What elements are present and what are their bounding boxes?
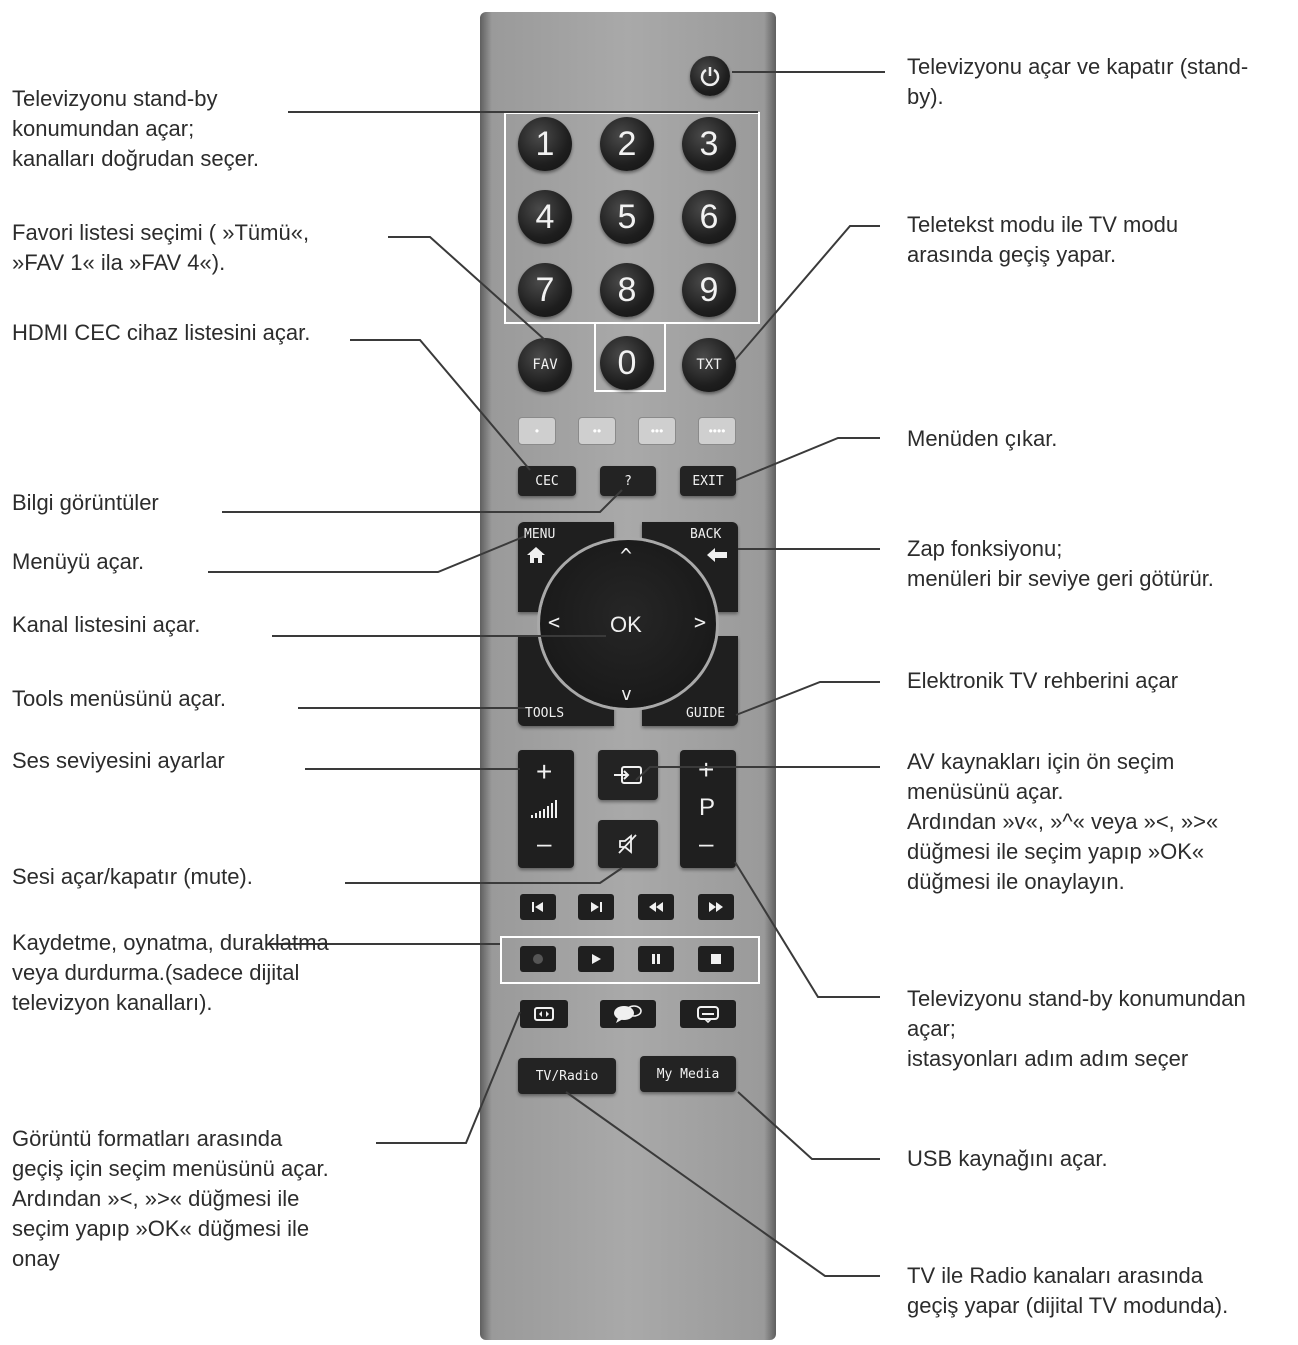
callout-epg: Elektronik TV rehberini açar (907, 668, 1179, 693)
callout-standby-numbers: Televizyonu stand-by konumundan açar; ka… (12, 86, 260, 171)
picture-format-icon (534, 1007, 554, 1021)
volume-down-button[interactable]: – (537, 828, 552, 858)
record-button[interactable] (520, 946, 556, 972)
arrow-up-button[interactable]: ^ (620, 544, 633, 568)
source-button[interactable] (598, 750, 658, 800)
cec-button[interactable]: CEC (518, 466, 576, 496)
play-button[interactable] (578, 946, 614, 972)
home-icon (526, 546, 546, 569)
my-media-button[interactable]: My Media (640, 1056, 736, 1092)
volume-bars-icon (530, 798, 562, 823)
power-button[interactable] (690, 56, 730, 96)
txt-button[interactable]: TXT (682, 338, 736, 392)
callout-hdmi-cec: HDMI CEC cihaz listesini açar. (12, 320, 311, 345)
fav-button[interactable]: FAV (518, 338, 572, 392)
program-down-button[interactable]: – (699, 828, 714, 858)
number-button-3[interactable]: 3 (682, 117, 736, 171)
number-button-7[interactable]: 7 (518, 263, 572, 317)
exit-button[interactable]: EXIT (680, 466, 736, 496)
source-input-icon (614, 766, 642, 784)
mute-button[interactable] (598, 820, 658, 868)
fast-forward-button[interactable] (698, 894, 734, 920)
play-icon (592, 954, 601, 964)
info-button[interactable]: ? (600, 466, 656, 496)
tools-label: TOOLS (525, 706, 565, 721)
volume-rocker[interactable]: + – (518, 750, 574, 868)
callout-info: Bilgi görüntüler (12, 490, 159, 515)
pause-icon (652, 954, 660, 964)
callout-record: Kaydetme, oynatma, duraklatma veya durdu… (12, 930, 329, 1015)
skip-next-button[interactable] (578, 894, 614, 920)
power-icon (700, 67, 720, 87)
pause-button[interactable] (638, 946, 674, 972)
callout-zap: Zap fonksiyonu; menüleri bir seviye geri… (907, 536, 1214, 591)
back-arrow-icon (706, 547, 728, 568)
number-button-0[interactable]: 0 (600, 336, 654, 390)
callout-menu: Menüyü açar. (12, 549, 145, 574)
arrow-right-button[interactable]: > (694, 610, 707, 634)
arrow-left-button[interactable]: < (548, 610, 561, 634)
back-label: BACK (690, 527, 722, 542)
number-button-8[interactable]: 8 (600, 263, 654, 317)
callout-program-step: Televizyonu stand-by konumundan açar; is… (907, 986, 1246, 1071)
number-button-6[interactable]: 6 (682, 190, 736, 244)
speaker-muted-icon (618, 834, 637, 854)
number-button-2[interactable]: 2 (600, 117, 654, 171)
guide-label: GUIDE (686, 706, 726, 721)
navigation-ring[interactable] (540, 540, 716, 708)
subtitle-button[interactable] (680, 1000, 736, 1028)
volume-up-button[interactable]: + (536, 756, 553, 787)
callout-teletext: Teletekst modu ile TV modu arasında geçi… (907, 212, 1179, 267)
callout-channel-list: Kanal listesini açar. (12, 612, 201, 637)
audio-language-button[interactable] (600, 1000, 656, 1028)
color-button-2[interactable]: •• (578, 417, 616, 445)
color-button-3[interactable]: ••• (638, 417, 676, 445)
fast-forward-icon (709, 902, 723, 912)
callout-av-source: AV kaynakları için ön seçim menüsünü aça… (907, 749, 1219, 894)
program-label: P (699, 794, 716, 821)
skip-previous-icon (532, 902, 543, 912)
callout-tv-radio: TV ile Radio kanaları arasında geçiş yap… (907, 1263, 1229, 1318)
rewind-button[interactable] (638, 894, 674, 920)
ok-button[interactable]: OK (610, 612, 642, 637)
skip-next-icon (591, 902, 602, 912)
speech-bubbles-icon (614, 1005, 642, 1023)
callout-exit: Menüden çıkar. (907, 426, 1058, 451)
arrow-down-button[interactable]: v (621, 684, 632, 705)
callout-picture-format: Görüntü formatları arasında geçiş için s… (12, 1126, 329, 1271)
stop-button[interactable] (698, 946, 734, 972)
program-up-button[interactable]: + (698, 754, 715, 785)
number-button-5[interactable]: 5 (600, 190, 654, 244)
program-rocker[interactable]: + P – (680, 750, 736, 868)
zero-frame (594, 322, 666, 392)
number-button-9[interactable]: 9 (682, 263, 736, 317)
rewind-icon (649, 902, 663, 912)
record-icon (533, 954, 543, 964)
subtitle-icon (697, 1006, 719, 1023)
menu-label: MENU (524, 527, 556, 542)
number-frame (504, 112, 760, 324)
callout-power: Televizyonu açar ve kapatır (stand- by). (907, 54, 1249, 109)
color-button-4[interactable]: •••• (698, 417, 736, 445)
callout-tools: Tools menüsünü açar. (12, 686, 227, 711)
number-button-1[interactable]: 1 (518, 117, 572, 171)
color-button-1[interactable]: • (518, 417, 556, 445)
skip-previous-button[interactable] (520, 894, 556, 920)
stop-icon (711, 954, 721, 964)
callout-favorites: Favori listesi seçimi ( »Tümü«, »FAV 1« … (12, 220, 310, 275)
callout-usb: USB kaynağını açar. (907, 1146, 1108, 1171)
tv-radio-button[interactable]: TV/Radio (518, 1058, 616, 1094)
picture-format-button[interactable] (520, 1000, 568, 1028)
number-button-4[interactable]: 4 (518, 190, 572, 244)
callout-volume: Ses seviyesini ayarlar (12, 748, 225, 773)
callout-mute: Sesi açar/kapatır (mute). (12, 864, 253, 889)
